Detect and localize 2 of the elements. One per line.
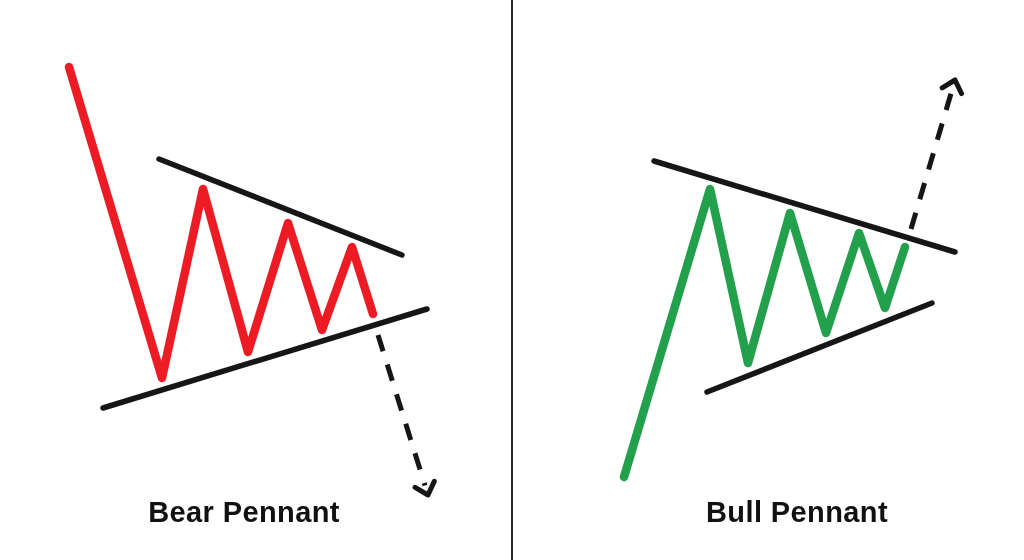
pattern-caption: Bear Pennant: [148, 495, 340, 530]
pattern-caption: Bull Pennant: [706, 495, 888, 530]
